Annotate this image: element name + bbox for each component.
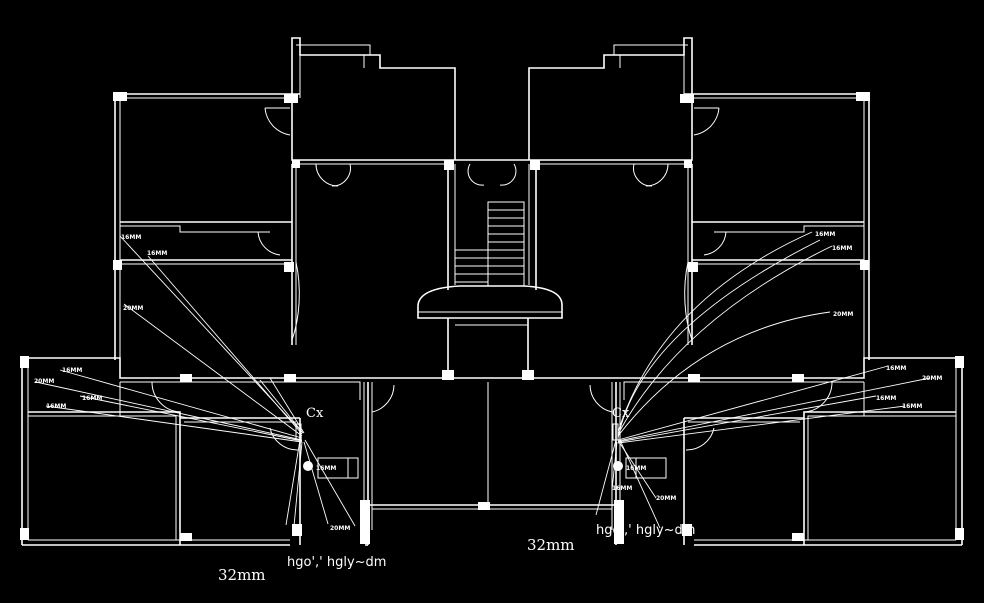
- stair-treads: [455, 209, 524, 283]
- wire-label: 16MM: [876, 395, 896, 402]
- stair-core: [368, 159, 616, 510]
- wire-label: 16MM: [815, 231, 835, 238]
- right-wiring: [595, 231, 931, 529]
- wire-label: 16MM: [82, 395, 102, 402]
- left-panel-symbol: Cx: [306, 406, 324, 421]
- wire-label: 20MM: [34, 378, 54, 385]
- wire-label: 16MM: [46, 403, 66, 410]
- wire-label: 16MM: [626, 465, 646, 472]
- wire-label: 16MM: [121, 234, 141, 241]
- wire-label: 20MM: [656, 495, 676, 502]
- left-caption: hgo',' hgly~dm: [287, 555, 386, 570]
- wire-label: 16MM: [886, 365, 906, 372]
- wire-label: 16MM: [147, 250, 167, 257]
- right-unit-walls: [528, 37, 963, 546]
- wire-label: 20MM: [123, 305, 143, 312]
- left-wire-labels: 16MM 16MM 20MM 16MM 20MM 16MM 16MM 16MM …: [34, 234, 350, 532]
- right-caption: hgo',' hgly~dm: [596, 523, 695, 538]
- wire-label: 16MM: [316, 465, 336, 472]
- wire-label: 16MM: [62, 367, 82, 374]
- wire-label: 20MM: [833, 311, 853, 318]
- wire-label: 20MM: [922, 375, 942, 382]
- wire-label: 16MM: [902, 403, 922, 410]
- wire-label: 16MM: [612, 485, 632, 492]
- left-wiring: [35, 235, 356, 527]
- wire-label: 16MM: [832, 245, 852, 252]
- left-unit-walls: [21, 37, 456, 546]
- structural-columns: [20, 92, 964, 544]
- wire-label: 20MM: [330, 525, 350, 532]
- left-dimension: 32mm: [218, 566, 266, 584]
- right-dimension: 32mm: [527, 536, 575, 554]
- right-panel-symbol: Cx: [612, 406, 630, 421]
- right-wire-labels: 16MM 16MM 20MM 16MM 20MM 16MM 16MM 16MM …: [612, 231, 942, 502]
